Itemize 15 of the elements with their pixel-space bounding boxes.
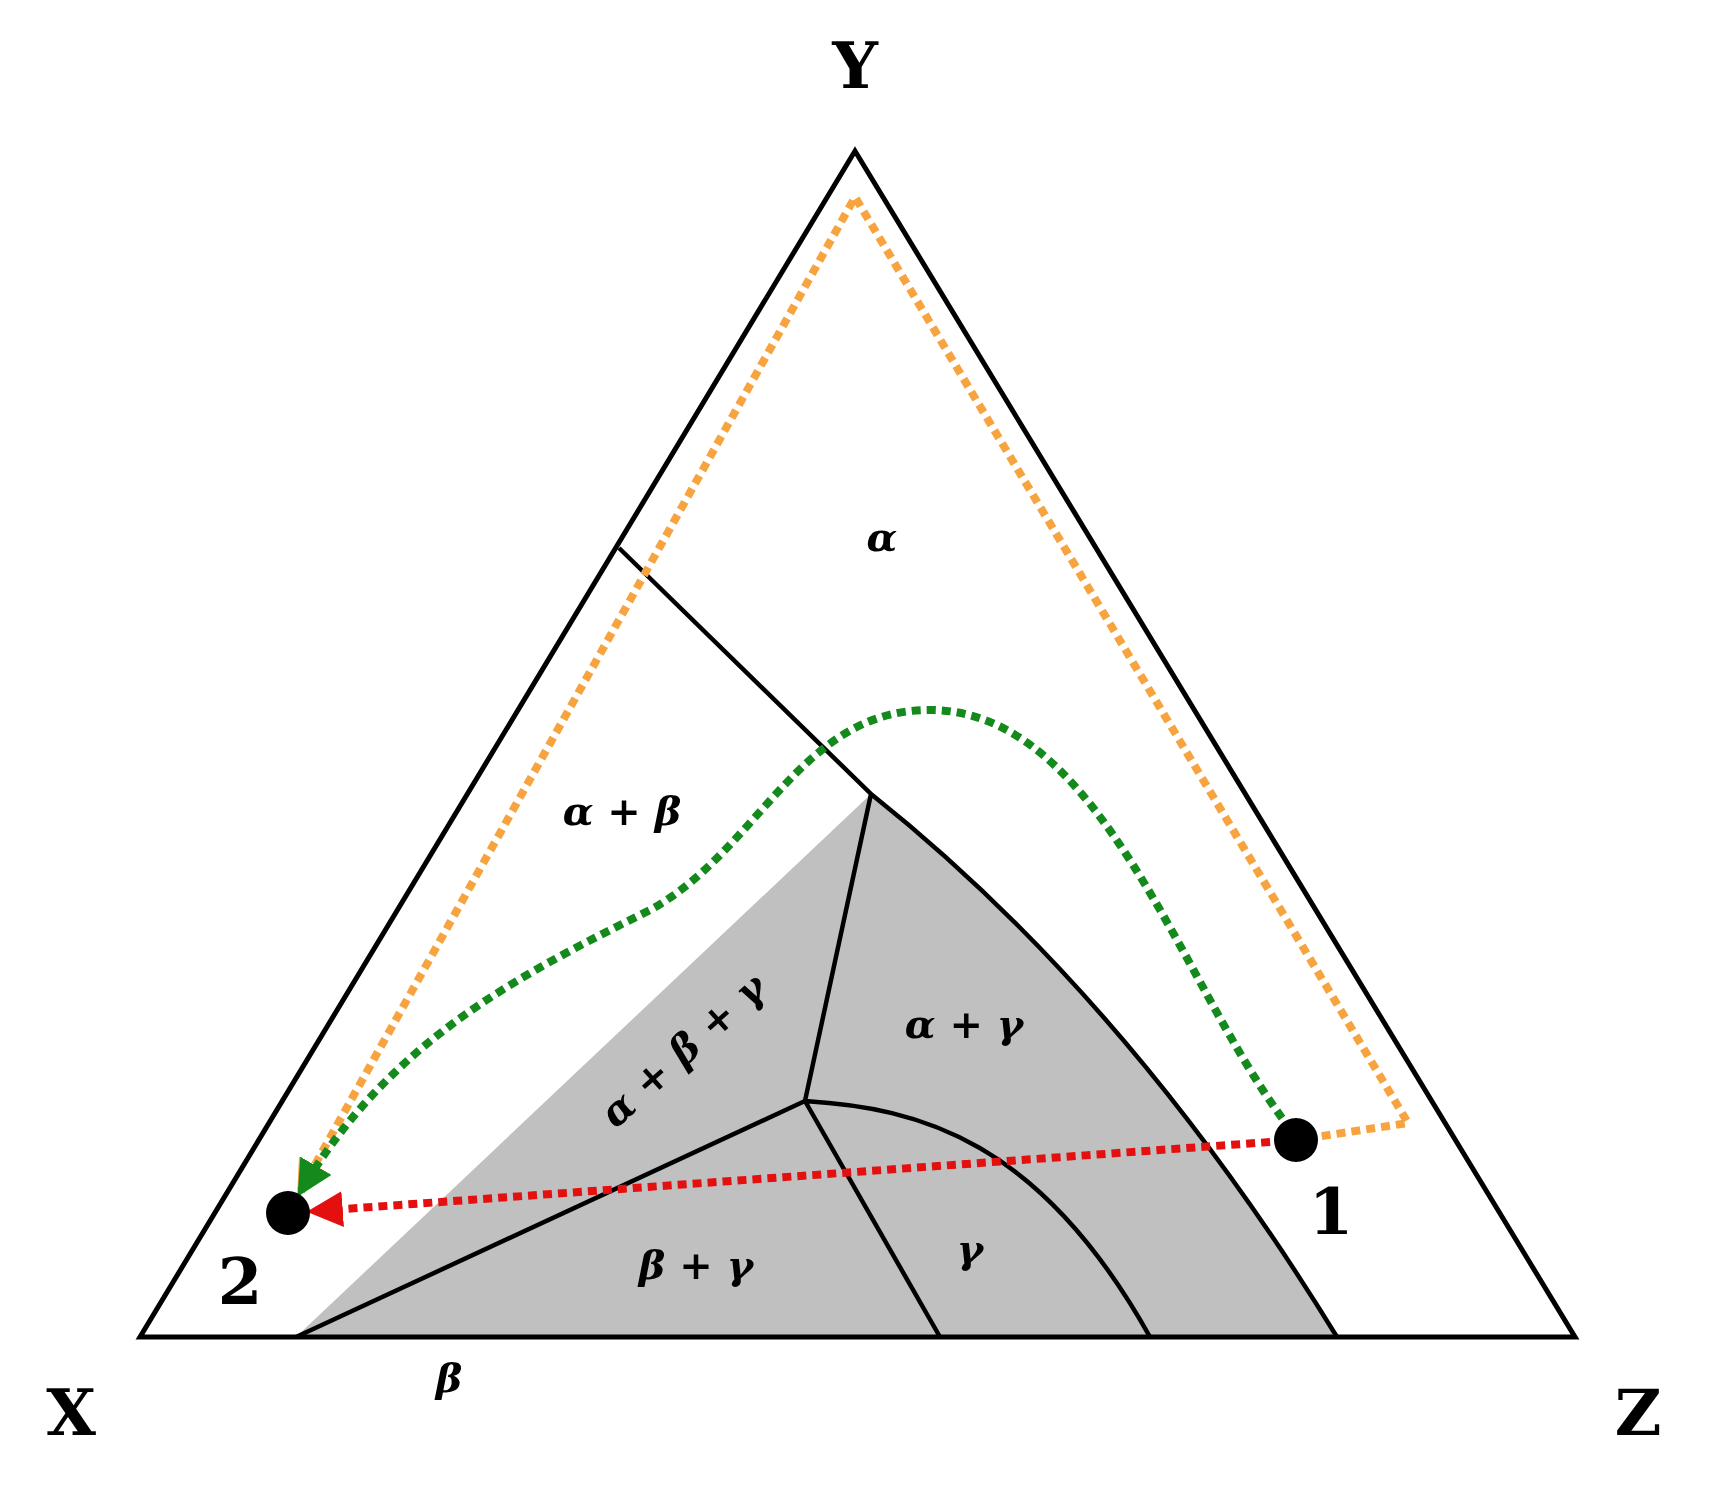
phase-label: α + β + γ (592, 966, 774, 1134)
point-number: 2 (217, 1250, 263, 1314)
phase-label: α (866, 517, 898, 557)
corner-label: Y (832, 34, 878, 98)
point-marker (266, 1191, 310, 1235)
phase-label: α + β (562, 791, 682, 831)
dotted-arrow (297, 706, 1286, 1197)
phase-label: γ (956, 1229, 984, 1269)
point-marker (1274, 1118, 1318, 1162)
phase-label: β + γ (638, 1245, 754, 1285)
corner-label: X (46, 1381, 96, 1445)
point-number: 1 (1308, 1180, 1354, 1244)
corner-label: Z (1614, 1381, 1662, 1445)
phase-label: α + γ (904, 1004, 1024, 1044)
phase-label: β (435, 1358, 463, 1398)
